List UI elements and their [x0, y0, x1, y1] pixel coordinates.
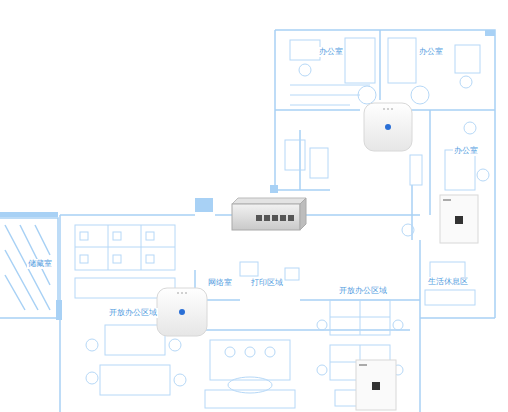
room-label: 办公室 [418, 47, 444, 57]
room-label: 办公室 [453, 146, 479, 156]
wall-plate-access-point [356, 360, 396, 410]
ceiling-access-point [364, 103, 412, 151]
room-label: 储藏室 [27, 259, 53, 269]
room-label: 打印区域 [250, 278, 284, 288]
ceiling-access-point [157, 288, 207, 336]
room-label: 网络室 [207, 278, 233, 288]
network-switch [232, 198, 306, 230]
room-label: 开放办公区域 [338, 286, 388, 296]
room-label: 开放办公区域 [108, 308, 158, 318]
room-label: 生活休息区 [427, 277, 469, 287]
room-label: 办公室 [318, 47, 344, 57]
wall-plate-access-point [440, 195, 478, 243]
